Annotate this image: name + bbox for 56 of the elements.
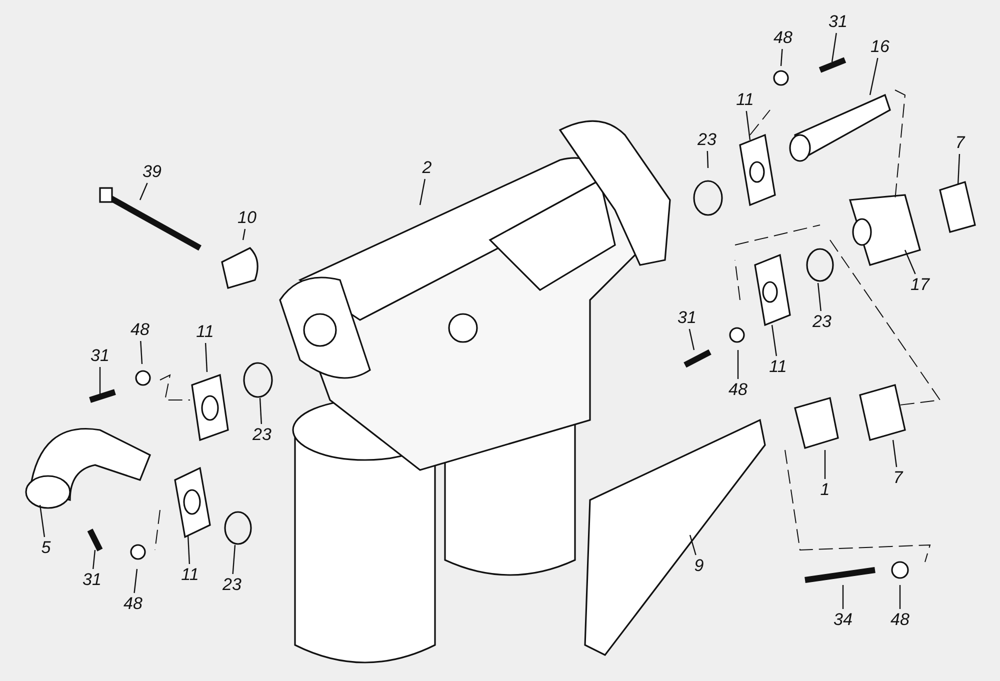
callout-number: 9 <box>684 555 714 577</box>
callout-number: 48 <box>125 319 155 341</box>
callout-number: 10 <box>232 207 262 229</box>
callout-number: 7 <box>883 467 913 489</box>
leader-line <box>817 282 822 312</box>
callout-number: 7 <box>945 132 975 154</box>
leader-line <box>780 48 783 66</box>
callout-number: 17 <box>905 274 935 296</box>
callout-number: 48 <box>768 27 798 49</box>
leader-line <box>140 340 143 364</box>
callout-number: 2 <box>412 157 442 179</box>
callout-number: 23 <box>247 424 277 446</box>
callout-number: 5 <box>31 537 61 559</box>
leader-line <box>204 342 208 372</box>
leader-line <box>688 328 695 350</box>
callout-number: 34 <box>828 609 858 631</box>
leader-line <box>892 440 898 468</box>
leader-line <box>39 504 46 538</box>
leader-line <box>824 450 826 479</box>
callout-number: 16 <box>865 36 895 58</box>
callout-number: 23 <box>807 311 837 333</box>
leader-line <box>831 32 837 62</box>
leader-line <box>419 178 426 206</box>
leader-line <box>187 534 190 564</box>
callout-number: 23 <box>217 574 247 596</box>
callout-number: 23 <box>692 129 722 151</box>
leader-line <box>957 154 960 186</box>
leader-line <box>92 550 96 570</box>
leader-line <box>139 182 148 200</box>
leader-line <box>134 568 138 594</box>
callout-number: 31 <box>85 345 115 367</box>
leader-line <box>99 367 101 395</box>
leader-line <box>869 58 878 96</box>
leader-line <box>232 544 236 574</box>
leader-line <box>737 350 739 379</box>
leader-line <box>242 228 246 240</box>
leader-line <box>842 585 844 609</box>
callout-number: 31 <box>77 569 107 591</box>
callout-number: 11 <box>175 564 205 586</box>
callout-number: 39 <box>137 161 167 183</box>
callout-number: 11 <box>190 321 220 343</box>
callout-number: 31 <box>672 307 702 329</box>
callout-number: 48 <box>885 609 915 631</box>
leader-line <box>771 324 778 356</box>
leader-line <box>689 534 696 556</box>
callout-number: 11 <box>763 356 793 378</box>
leader-line <box>899 585 901 609</box>
callout-number: 1 <box>810 479 840 501</box>
leader-line <box>746 110 751 140</box>
callout-number: 11 <box>730 89 760 111</box>
callout-number: 48 <box>723 379 753 401</box>
callout-number: 48 <box>118 593 148 615</box>
leader-line <box>259 398 262 424</box>
callout-number: 31 <box>823 11 853 33</box>
leader-line <box>706 150 709 168</box>
leader-line <box>904 250 916 274</box>
